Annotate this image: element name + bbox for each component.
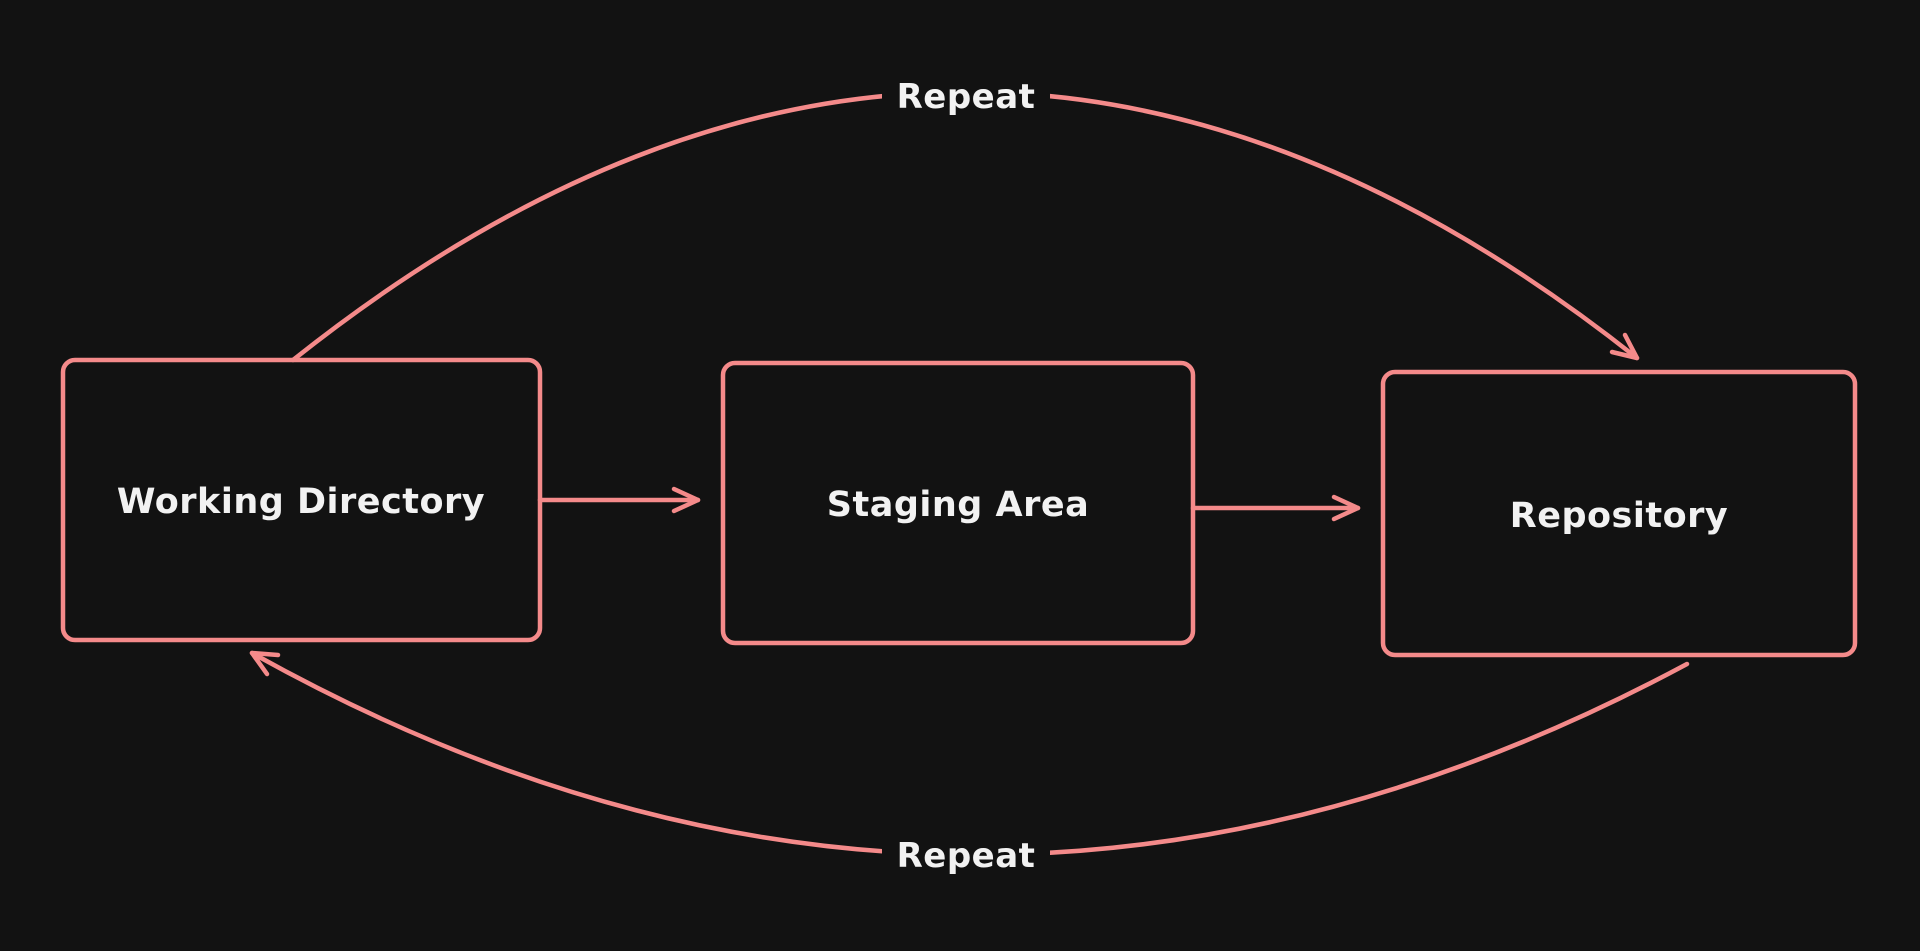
node-staging-area[interactable]: Staging Area	[720, 360, 1196, 646]
repository-box	[1380, 369, 1858, 658]
repeat-top-label-bg	[882, 70, 1050, 124]
edge-repeat-top[interactable]: Repeat	[290, 70, 1640, 363]
repository-label: Repository	[1510, 496, 1728, 536]
staging-area-label: Staging Area	[827, 485, 1089, 525]
repeat-bottom-arrowhead-icon	[249, 650, 281, 677]
edge-staging-to-repository[interactable]	[1190, 494, 1361, 522]
node-working-directory[interactable]: Working Directory	[60, 357, 543, 643]
repeat-top-curve	[290, 89, 1640, 363]
working-directory-label: Working Directory	[117, 482, 485, 522]
edge-working-to-staging[interactable]	[537, 486, 701, 514]
repeat-bottom-curve	[249, 650, 1690, 857]
staging-area-box	[720, 360, 1196, 646]
working-to-staging-arrowhead-icon	[671, 486, 701, 514]
repeat-top-arrowhead-icon	[1609, 332, 1640, 361]
edge-repeat-bottom[interactable]: Repeat	[249, 650, 1690, 884]
repeat-bottom-label: Repeat	[897, 836, 1036, 876]
repeat-top-label: Repeat	[897, 77, 1036, 117]
staging-to-repository-arrowhead-icon	[1331, 494, 1361, 522]
node-repository[interactable]: Repository	[1380, 369, 1858, 658]
working-directory-box	[60, 357, 543, 643]
repeat-bottom-label-bg	[882, 830, 1050, 884]
